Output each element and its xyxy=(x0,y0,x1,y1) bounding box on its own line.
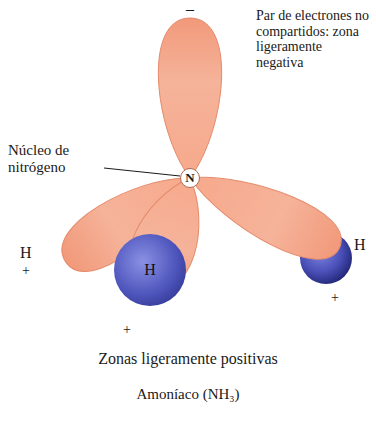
charge-sign: + xyxy=(123,322,139,338)
callout-label: Núcleo de nitrógeno xyxy=(8,142,108,177)
node-label: N xyxy=(185,170,194,186)
leader-line xyxy=(104,168,180,176)
charge-sign: – xyxy=(180,0,200,18)
nucleus-circle: N xyxy=(180,168,200,188)
region-label: Zonas ligeramente positivas xyxy=(20,350,356,368)
atom-label: H xyxy=(20,244,40,262)
atom-label: H xyxy=(354,236,372,254)
callout-note: Par de electrones no compartidos: zona l… xyxy=(256,8,372,71)
charge-sign: + xyxy=(331,290,347,306)
hydrogen-sphere: H xyxy=(114,234,186,306)
figure-caption: Amoníaco (NH₃) xyxy=(20,386,356,403)
node-label: H xyxy=(144,261,156,279)
bond-lobe xyxy=(179,154,351,272)
lone-pair-lobe xyxy=(158,18,221,178)
charge-sign: + xyxy=(22,263,38,279)
